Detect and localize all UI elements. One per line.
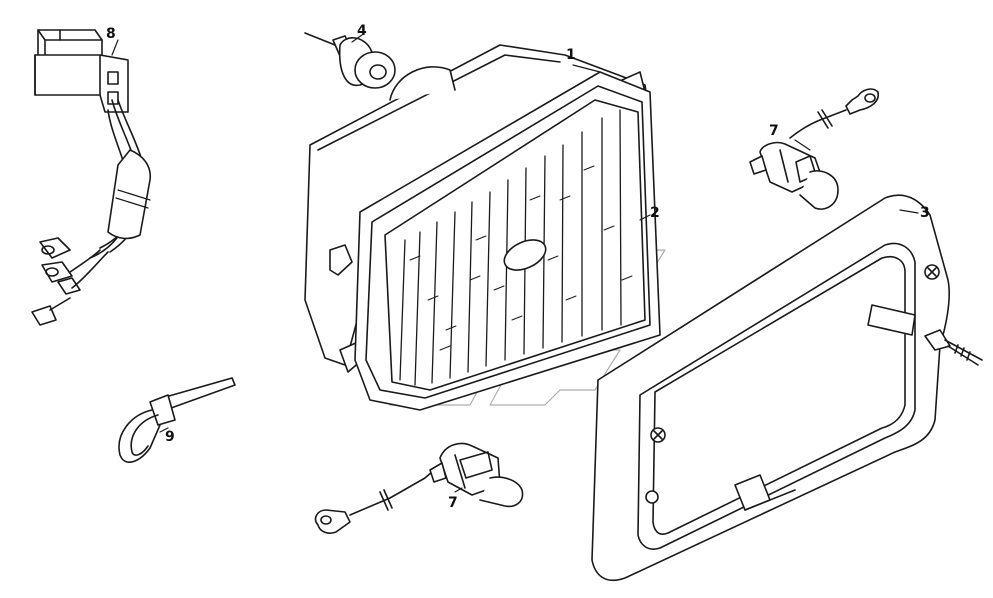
callout-7-upper: 7	[769, 123, 779, 139]
callout-2: 2	[650, 205, 660, 221]
callout-4: 4	[357, 23, 367, 39]
headlamp-lens	[384, 99, 646, 391]
connector-harness	[31, 29, 152, 326]
bezel-frame	[591, 194, 983, 582]
callout-7-lower: 7	[448, 495, 458, 511]
grommet-part	[304, 32, 396, 89]
bulb-lower	[314, 442, 524, 534]
callout-1: 1	[566, 47, 576, 63]
callout-3: 3	[920, 205, 930, 221]
callout-9: 9	[165, 429, 175, 445]
leader-lines	[111, 34, 919, 493]
cable-tie	[118, 377, 236, 463]
bulb-upper	[749, 88, 880, 210]
callout-8: 8	[106, 26, 116, 42]
